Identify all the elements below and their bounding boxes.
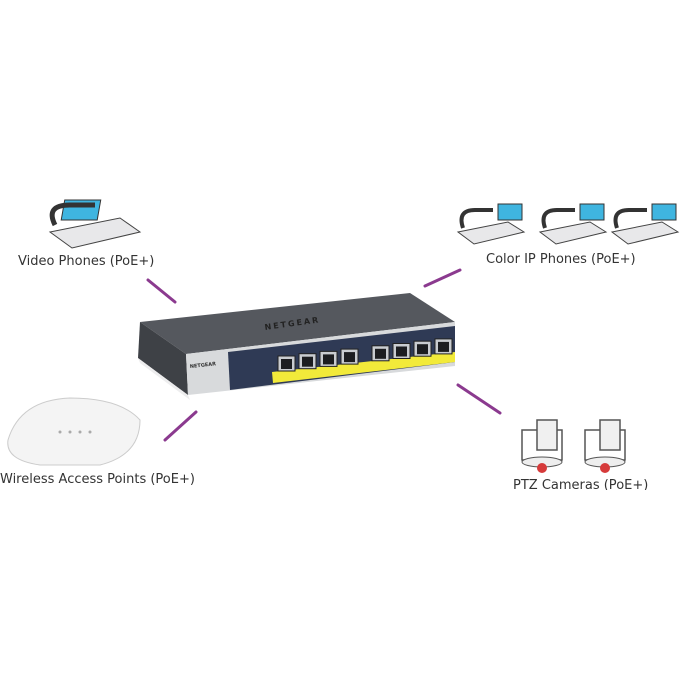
netgear-switch: NETGEAR NETGEAR: [138, 293, 455, 400]
label-ptz-cameras: PTZ Cameras (PoE+): [513, 478, 649, 490]
label-video-phones: Video Phones (PoE+): [18, 254, 155, 269]
connector-access-points: [163, 410, 198, 442]
port-socket: [396, 346, 407, 357]
ptz-camera: [521, 419, 563, 473]
label-wireless-access-points: Wireless Access Points (PoE+): [0, 472, 195, 487]
ip-phone: [538, 203, 608, 245]
connector-video-phones: [146, 278, 177, 304]
label-color-ip-phones: Color IP Phones (PoE+): [486, 252, 636, 267]
ip-phone: [610, 203, 680, 245]
connector-color-phones: [423, 268, 462, 288]
port-socket: [375, 348, 386, 359]
port-socket: [438, 341, 449, 352]
port-socket: [417, 344, 428, 355]
ptz-cameras-icon: [521, 419, 626, 473]
color-ip-phones-icon: [456, 203, 680, 245]
connector-ptz-cameras: [456, 383, 502, 415]
port-socket: [323, 354, 334, 365]
video-phone-icon: [48, 199, 142, 249]
front-logo: NETGEAR: [190, 361, 217, 370]
port-socket: [302, 356, 313, 367]
ptz-camera: [584, 419, 626, 473]
wireless-access-point-icon: [7, 397, 141, 466]
port-socket: [281, 359, 292, 369]
ip-phone: [456, 203, 526, 245]
port-socket: [344, 352, 355, 363]
